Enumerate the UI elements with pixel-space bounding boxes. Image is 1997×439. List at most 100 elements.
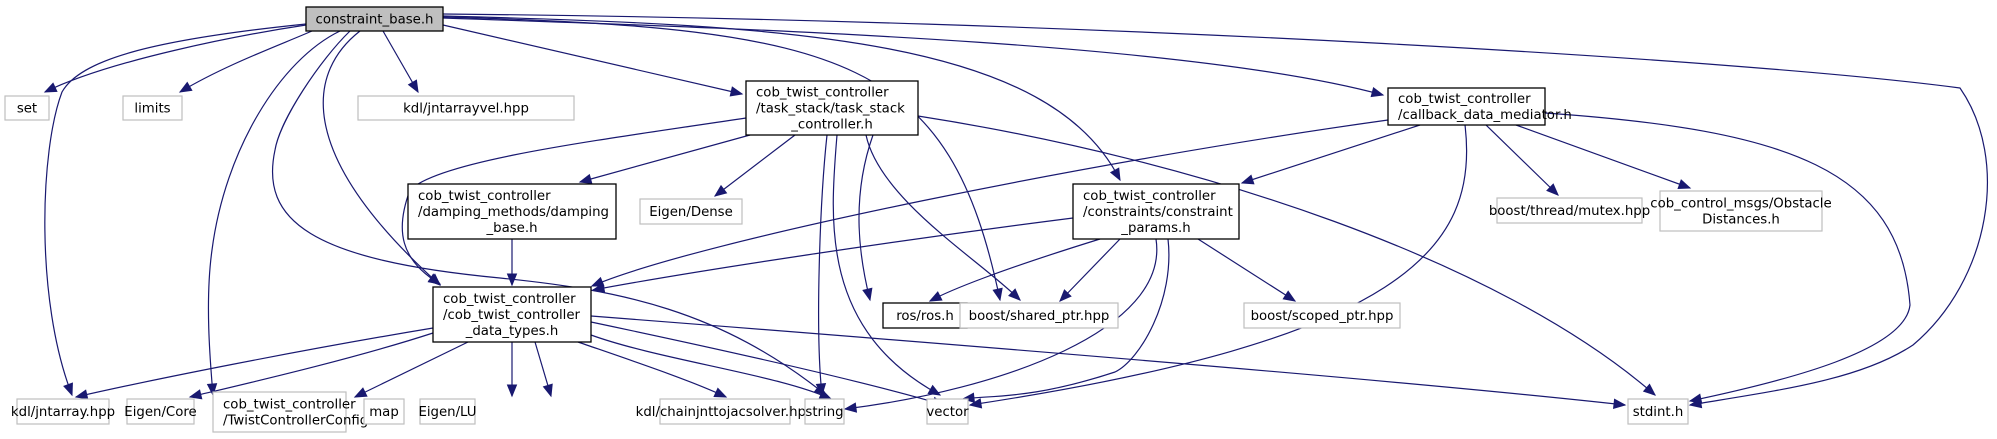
edge-constraint-params-to-vector bbox=[961, 238, 1170, 403]
edge-line bbox=[75, 327, 434, 398]
edge-line bbox=[844, 238, 1158, 410]
node-ros[interactable]: ros/ros.h bbox=[882, 302, 968, 329]
edge-line bbox=[818, 134, 828, 396]
node-box[interactable] bbox=[432, 286, 592, 343]
arrowhead-icon bbox=[1109, 167, 1121, 182]
node-label: kdl/jntarray.hpp bbox=[11, 405, 115, 420]
arrowhead-icon bbox=[188, 389, 203, 400]
edge-constraint-params-to-ros bbox=[928, 238, 1101, 302]
arrowhead-icon bbox=[729, 86, 744, 97]
edge-line bbox=[1544, 112, 1911, 402]
node-box[interactable] bbox=[882, 302, 968, 329]
edge-data-types-to-eigen-core bbox=[188, 332, 434, 400]
node-constraint-base[interactable]: constraint_base.h bbox=[305, 6, 444, 32]
edge-constraint-base-to-set bbox=[43, 24, 307, 93]
node-box bbox=[926, 398, 969, 425]
arrowhead-icon bbox=[43, 82, 58, 93]
node-box bbox=[1627, 398, 1689, 425]
node-label: ros/ros.h bbox=[896, 309, 954, 324]
node-label: cob_control_msgs/Obstacle bbox=[1650, 197, 1831, 212]
edge-line bbox=[44, 23, 307, 396]
edge-data-types-to-chainjnt bbox=[577, 341, 728, 398]
edge-data-types-to-map bbox=[506, 342, 518, 398]
edge-data-types-to-eigen-lu bbox=[534, 341, 553, 398]
edge-line bbox=[44, 24, 307, 93]
node-box[interactable] bbox=[305, 6, 444, 32]
arrowhead-icon bbox=[1370, 86, 1385, 98]
node-label: cob_twist_controller bbox=[1398, 92, 1531, 107]
node-stdint: stdint.h bbox=[1627, 398, 1689, 425]
arrowhead-icon bbox=[1008, 288, 1021, 301]
edge-callback-to-mutex bbox=[1485, 124, 1559, 196]
node-label: set bbox=[17, 102, 37, 117]
edge-line bbox=[1515, 124, 1691, 189]
node-label: _data_types.h bbox=[465, 324, 559, 339]
edge-line bbox=[442, 13, 1988, 406]
edge-line bbox=[382, 30, 419, 93]
edge-data-types-to-vector bbox=[590, 321, 946, 407]
node-box bbox=[357, 95, 575, 121]
node-damping[interactable]: cob_twist_controller/damping_methods/dam… bbox=[407, 183, 617, 240]
edge-line bbox=[917, 115, 1656, 396]
node-string: string bbox=[804, 398, 845, 425]
edge-task-stack-to-ros bbox=[858, 134, 874, 302]
node-label: boost/shared_ptr.hpp bbox=[969, 309, 1110, 324]
node-constraint-params[interactable]: cob_twist_controller/constraints/constra… bbox=[1072, 183, 1240, 240]
edge-task-stack-to-eigen-dense bbox=[713, 134, 796, 197]
edge-callback-to-vector bbox=[968, 124, 1468, 409]
node-eigen-dense: Eigen/Dense bbox=[639, 198, 743, 225]
edge-task-stack-to-shared-ptr bbox=[865, 134, 1021, 301]
arrowhead-icon bbox=[1059, 289, 1072, 302]
node-label: _controller.h bbox=[790, 118, 873, 133]
arrowhead-icon bbox=[968, 398, 983, 409]
edge-line bbox=[1241, 124, 1421, 184]
node-label: cob_twist_controller bbox=[443, 292, 576, 307]
edge-callback-to-constraint-params bbox=[1240, 124, 1421, 185]
node-label: string bbox=[805, 405, 843, 420]
arrowhead-icon bbox=[713, 387, 728, 398]
node-chainjnt: kdl/chainjnttojacsolver.hpp bbox=[636, 398, 814, 425]
node-box[interactable] bbox=[1387, 87, 1546, 126]
node-label: /TwistControllerConfig.h bbox=[223, 414, 381, 429]
node-box bbox=[122, 95, 183, 121]
edge-line bbox=[579, 134, 751, 183]
edge-line bbox=[442, 16, 1001, 301]
node-label: /damping_methods/damping bbox=[418, 205, 609, 220]
node-map: map bbox=[363, 398, 405, 425]
node-box bbox=[212, 391, 347, 433]
node-data-types[interactable]: cob_twist_controller/cob_twist_controlle… bbox=[432, 286, 592, 343]
edge-line bbox=[969, 124, 1468, 406]
arrowhead-icon bbox=[591, 282, 606, 294]
edge-line bbox=[590, 334, 832, 400]
arrowhead-icon bbox=[815, 383, 827, 397]
node-label: kdl/jntarrayvel.hpp bbox=[403, 102, 529, 117]
arrowhead-icon bbox=[407, 79, 419, 94]
node-box bbox=[16, 398, 110, 425]
edge-constraint-params-to-scoped-ptr bbox=[1197, 238, 1297, 302]
edge-line bbox=[354, 341, 469, 398]
node-box[interactable] bbox=[407, 183, 617, 240]
edge-data-types-to-twist-config bbox=[353, 341, 469, 398]
node-label: _params.h bbox=[1120, 221, 1190, 236]
node-set: set bbox=[4, 95, 50, 121]
node-label: boost/scoped_ptr.hpp bbox=[1251, 309, 1394, 324]
edge-constraint-base-to-shared-ptr bbox=[442, 16, 1003, 302]
edge-constraint-base-to-constraint-params bbox=[442, 15, 1121, 182]
node-box[interactable] bbox=[745, 80, 919, 136]
edge-data-types-to-jntarray bbox=[74, 327, 434, 400]
node-box bbox=[4, 95, 50, 121]
node-jntarrayvel: kdl/jntarrayvel.hpp bbox=[357, 95, 575, 121]
node-task-stack[interactable]: cob_twist_controller/task_stack/task_sta… bbox=[745, 80, 919, 136]
arrowhead-icon bbox=[1677, 179, 1692, 190]
edge-task-stack-to-string bbox=[815, 134, 828, 397]
edge-task-stack-to-data-types bbox=[401, 117, 747, 285]
node-label: /cob_twist_controller bbox=[443, 308, 581, 323]
node-label: cob_twist_controller bbox=[223, 398, 356, 413]
node-box[interactable] bbox=[1072, 183, 1240, 240]
edge-constraint-base-to-eigen-core bbox=[206, 30, 341, 397]
edge-line bbox=[1197, 238, 1296, 302]
node-callback[interactable]: cob_twist_controller/callback_data_media… bbox=[1387, 87, 1572, 126]
